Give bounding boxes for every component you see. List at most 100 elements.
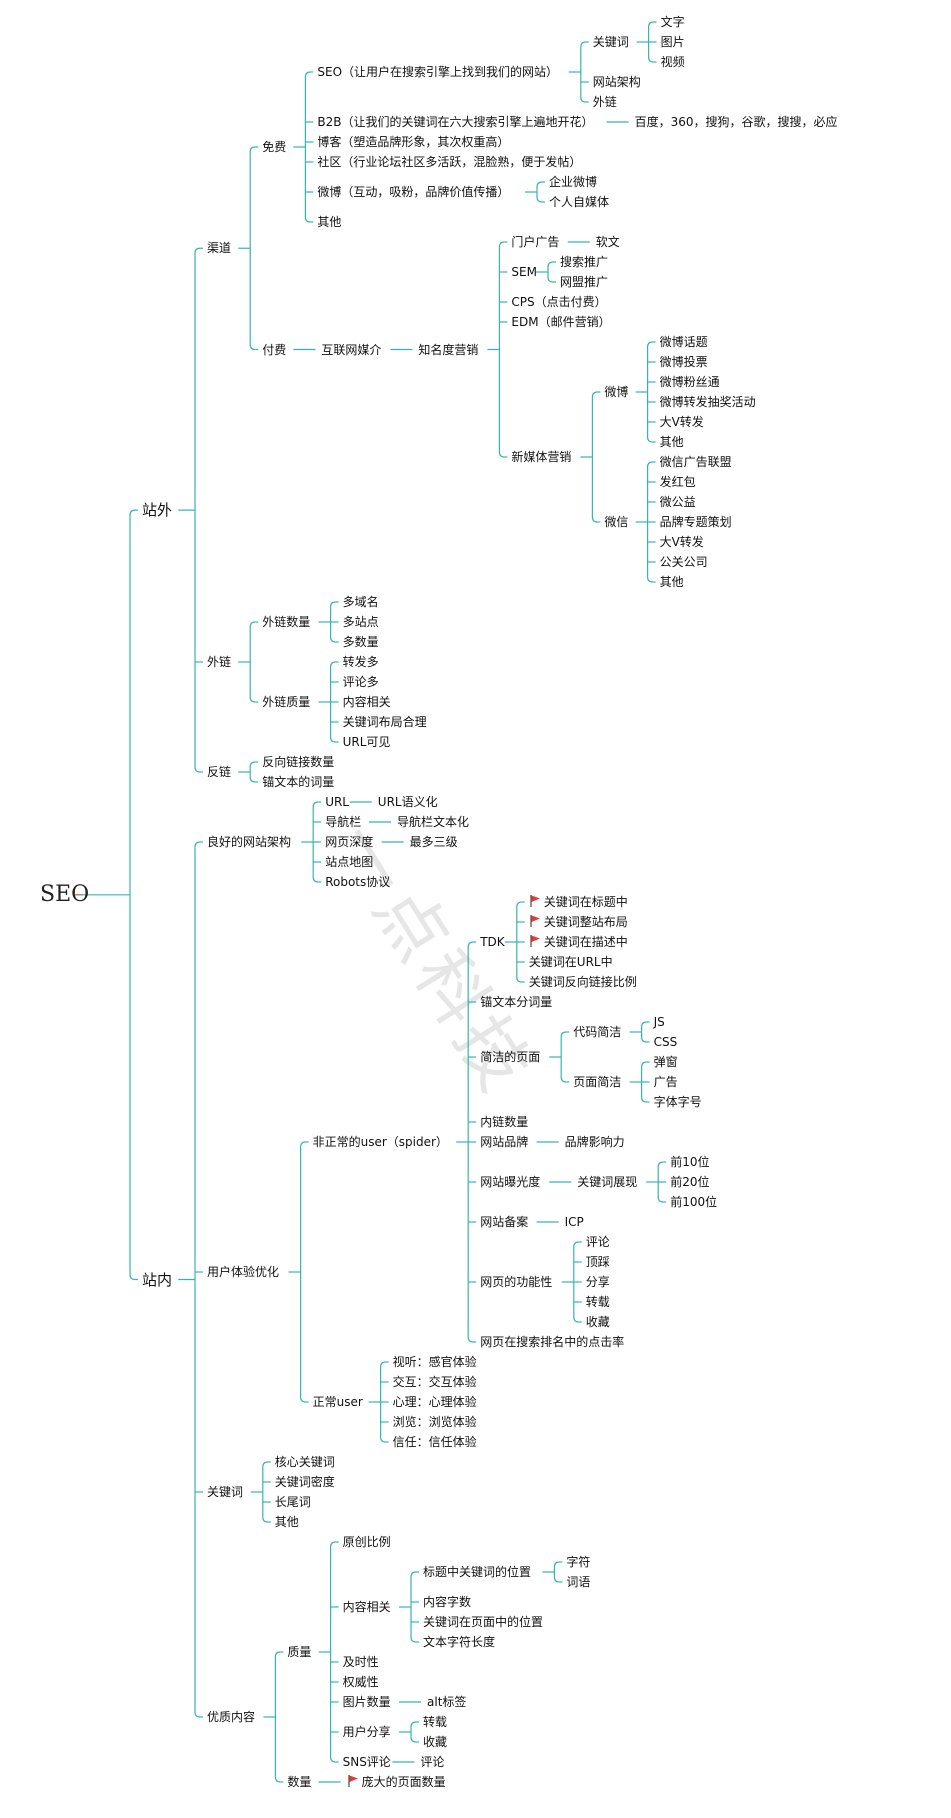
leaf-node[interactable]: URL可见 bbox=[342, 735, 391, 749]
leaf-node[interactable]: 其他 bbox=[659, 435, 684, 449]
branch-node[interactable]: 微博（互动，吸粉，品牌价值传播） bbox=[317, 185, 510, 199]
branch-node[interactable]: 图片数量 bbox=[342, 1695, 391, 1709]
branch-node[interactable]: 互联网媒介 bbox=[321, 342, 382, 357]
leaf-node[interactable]: 其他 bbox=[274, 1515, 299, 1529]
leaf-node[interactable]: 关键词在页面中的位置 bbox=[423, 1615, 544, 1629]
leaf-node[interactable]: 个人自媒体 bbox=[549, 195, 610, 209]
leaf-node[interactable]: 反向链接数量 bbox=[262, 755, 335, 769]
branch-node[interactable]: B2B（让我们的关键词在六大搜索引擎上遍地开花） bbox=[317, 115, 594, 129]
leaf-node[interactable]: 发红包 bbox=[659, 475, 696, 489]
branch-node[interactable]: 外链 bbox=[207, 655, 232, 669]
leaf-node[interactable]: 网盟推广 bbox=[560, 275, 609, 289]
leaf-node[interactable]: alt标签 bbox=[427, 1695, 467, 1709]
branch-node[interactable]: 网站备案 bbox=[480, 1215, 529, 1229]
leaf-node[interactable]: 最多三级 bbox=[409, 835, 458, 849]
leaf-node[interactable]: 字体字号 bbox=[653, 1095, 702, 1109]
leaf-node[interactable]: 信任：信任体验 bbox=[392, 1435, 477, 1449]
branch-node[interactable]: 导航栏 bbox=[325, 815, 362, 829]
leaf-node[interactable]: 关键词在描述中 bbox=[543, 935, 628, 949]
leaf-node[interactable]: 微博话题 bbox=[659, 335, 708, 349]
leaf-node[interactable]: 视频 bbox=[660, 55, 685, 69]
branch-node[interactable]: 页面简洁 bbox=[573, 1075, 622, 1089]
root-node[interactable]: SEO bbox=[40, 881, 90, 907]
leaf-node[interactable]: 关键词在标题中 bbox=[543, 895, 628, 909]
branch-node[interactable]: 微信 bbox=[604, 515, 629, 529]
branch-node[interactable]: 简洁的页面 bbox=[480, 1050, 541, 1064]
leaf-node[interactable]: 权威性 bbox=[342, 1675, 379, 1689]
leaf-node[interactable]: 锚文本的词量 bbox=[262, 775, 335, 789]
branch-node[interactable]: 正常user bbox=[312, 1395, 363, 1409]
branch-node[interactable]: 网站曝光度 bbox=[480, 1175, 541, 1189]
leaf-node[interactable]: 软文 bbox=[595, 235, 620, 249]
branch-node[interactable]: 站外 bbox=[142, 501, 173, 520]
branch-node[interactable]: SEM bbox=[511, 265, 537, 279]
branch-node[interactable]: 良好的网站架构 bbox=[207, 835, 292, 849]
branch-node[interactable]: 免费 bbox=[262, 140, 287, 154]
leaf-node[interactable]: 图片 bbox=[660, 35, 685, 49]
branch-node[interactable]: 非正常的user（spider） bbox=[312, 1135, 448, 1149]
leaf-node[interactable]: Robots协议 bbox=[325, 875, 391, 889]
branch-node[interactable]: 网站品牌 bbox=[480, 1135, 529, 1149]
leaf-node[interactable]: 关键词密度 bbox=[274, 1475, 335, 1489]
leaf-node[interactable]: 原创比例 bbox=[342, 1535, 391, 1549]
branch-node[interactable]: 渠道 bbox=[207, 241, 232, 256]
leaf-node[interactable]: 微博粉丝通 bbox=[659, 375, 720, 389]
leaf-node[interactable]: 微博转发抽奖活动 bbox=[659, 395, 756, 409]
branch-node[interactable]: 网页深度 bbox=[325, 835, 374, 849]
leaf-node[interactable]: 内容字数 bbox=[423, 1595, 472, 1609]
branch-node[interactable]: TDK bbox=[480, 935, 505, 949]
leaf-node[interactable]: 转载 bbox=[585, 1295, 610, 1309]
leaf-node[interactable]: 关键词反向链接比例 bbox=[528, 975, 637, 989]
leaf-node[interactable]: CPS（点击付费） bbox=[511, 295, 607, 309]
leaf-node[interactable]: 文本字符长度 bbox=[423, 1635, 496, 1649]
leaf-node[interactable]: 庞大的页面数量 bbox=[361, 1775, 446, 1789]
branch-node[interactable]: 内容相关 bbox=[342, 1600, 391, 1614]
leaf-node[interactable]: 关键词布局合理 bbox=[342, 715, 427, 729]
leaf-node[interactable]: 网站架构 bbox=[592, 75, 641, 89]
branch-node[interactable]: SNS评论 bbox=[342, 1755, 391, 1769]
leaf-node[interactable]: 及时性 bbox=[342, 1655, 379, 1669]
leaf-node[interactable]: 顶踩 bbox=[585, 1255, 610, 1269]
branch-node[interactable]: 付费 bbox=[262, 342, 287, 357]
leaf-node[interactable]: 分享 bbox=[585, 1275, 610, 1289]
leaf-node[interactable]: 锚文本分词量 bbox=[480, 995, 553, 1009]
leaf-node[interactable]: 字符 bbox=[566, 1555, 591, 1569]
leaf-node[interactable]: 转发多 bbox=[342, 655, 379, 669]
branch-node[interactable]: 代码简洁 bbox=[573, 1025, 622, 1039]
leaf-node[interactable]: 文字 bbox=[660, 15, 685, 29]
branch-node[interactable]: 关键词 bbox=[592, 35, 629, 49]
branch-node[interactable]: URL bbox=[325, 795, 349, 809]
leaf-node[interactable]: 多站点 bbox=[342, 615, 379, 629]
branch-node[interactable]: 数量 bbox=[287, 1775, 312, 1789]
leaf-node[interactable]: 广告 bbox=[653, 1075, 678, 1089]
branch-node[interactable]: SEO（让用户在搜索引擎上找到我们的网站） bbox=[317, 65, 559, 79]
leaf-node[interactable]: 品牌影响力 bbox=[564, 1135, 625, 1149]
branch-node[interactable]: 门户广告 bbox=[511, 235, 560, 249]
leaf-node[interactable]: 评论多 bbox=[342, 675, 379, 689]
leaf-node[interactable]: 视听：感官体验 bbox=[392, 1355, 477, 1369]
branch-node[interactable]: 外链数量 bbox=[262, 615, 311, 629]
leaf-node[interactable]: 转载 bbox=[423, 1715, 448, 1729]
leaf-node[interactable]: 微信广告联盟 bbox=[659, 455, 732, 469]
leaf-node[interactable]: 内容相关 bbox=[342, 695, 391, 709]
leaf-node[interactable]: 内链数量 bbox=[480, 1115, 529, 1129]
leaf-node[interactable]: EDM（邮件营销） bbox=[511, 315, 611, 329]
branch-node[interactable]: 知名度营销 bbox=[418, 342, 479, 357]
leaf-node[interactable]: 站点地图 bbox=[325, 855, 374, 869]
leaf-node[interactable]: 网页在搜索排名中的点击率 bbox=[480, 1335, 625, 1349]
leaf-node[interactable]: 浏览：浏览体验 bbox=[392, 1415, 477, 1429]
leaf-node[interactable]: 多域名 bbox=[342, 595, 379, 609]
leaf-node[interactable]: 搜索推广 bbox=[560, 255, 609, 269]
branch-node[interactable]: 外链质量 bbox=[262, 695, 311, 709]
leaf-node[interactable]: 社区（行业论坛社区多活跃，混脸熟，便于发帖） bbox=[317, 155, 582, 169]
leaf-node[interactable]: 百度，360，搜狗，谷歌，搜搜，必应 bbox=[634, 115, 838, 129]
leaf-node[interactable]: 公关公司 bbox=[659, 555, 708, 569]
leaf-node[interactable]: 评论 bbox=[420, 1755, 445, 1769]
leaf-node[interactable]: 微公益 bbox=[659, 495, 696, 509]
leaf-node[interactable]: 关键词整站布局 bbox=[543, 915, 628, 929]
leaf-node[interactable]: 多数量 bbox=[342, 635, 379, 649]
leaf-node[interactable]: 微博投票 bbox=[659, 355, 708, 369]
branch-node[interactable]: 质量 bbox=[287, 1645, 312, 1659]
leaf-node[interactable]: 其他 bbox=[317, 215, 342, 229]
branch-node[interactable]: 关键词展现 bbox=[577, 1175, 638, 1189]
